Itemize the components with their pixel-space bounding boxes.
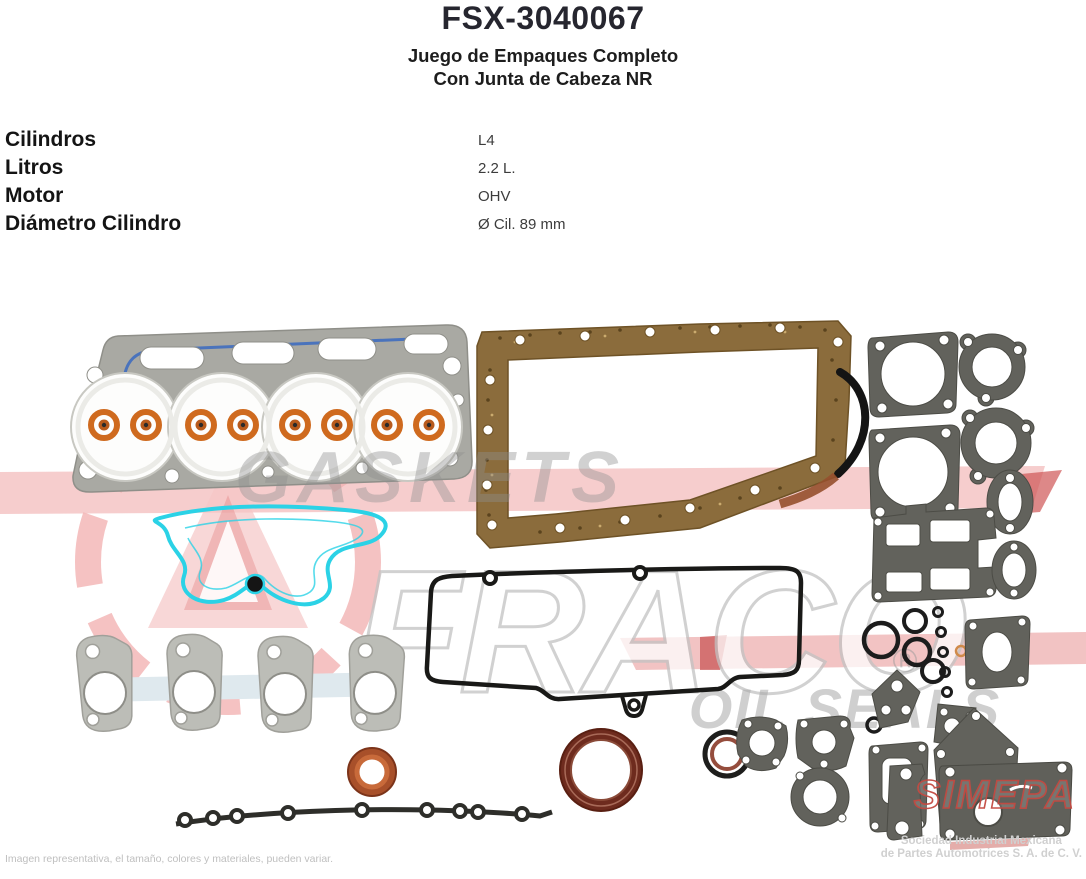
exhaust-port-gasket <box>75 634 133 733</box>
image-disclaimer: Imagen representativa, el tamaño, colore… <box>5 853 334 865</box>
subtitle: Juego de Empaques Completo Con Junta de … <box>0 44 1086 90</box>
spec-value: OHV <box>478 187 511 205</box>
watermark-simepa-underline <box>950 838 1030 850</box>
watermark-simepa-text: SIMEPA <box>914 773 1076 817</box>
oil-pan-side-rail-strip <box>175 802 553 828</box>
thermostat-gasket <box>964 615 1031 690</box>
spec-value: L4 <box>478 131 495 149</box>
exhaust-port-gasket <box>166 633 223 731</box>
cork-red-section <box>778 472 839 509</box>
spec-table: Cilindros L4 Litros 2.2 L. Motor OHV Diá… <box>5 126 765 238</box>
oil-pan-cork-gasket <box>476 320 870 549</box>
misc-gaskets-right-column <box>867 331 1037 603</box>
subtitle-line1: Juego de Empaques Completo <box>407 45 679 66</box>
side-strip-gasket <box>886 763 926 841</box>
exhaust-port-gasket <box>257 635 314 733</box>
exhaust-port-gasket <box>348 634 406 732</box>
small-gaskets-cluster <box>736 615 1073 841</box>
spec-label: Litros <box>5 156 64 179</box>
exhaust-manifold-gaskets <box>75 633 406 733</box>
diamond-gasket <box>871 669 921 729</box>
spec-value: Ø Cil. 89 mm <box>478 215 566 233</box>
timing-cover-gasket <box>938 761 1073 841</box>
rear-seal-arc <box>834 368 870 478</box>
stepped-gasket <box>871 503 997 603</box>
company-line1: Sociedad Industrial Mexicana <box>900 835 1062 847</box>
product-photo: FRACO OIL SEALS ® <box>0 280 1086 855</box>
valve-seat-rings <box>88 409 445 441</box>
watermark-red-slant-lower <box>700 635 727 670</box>
spec-label: Diámetro Cilindro <box>5 212 182 235</box>
cylinder-head-gasket <box>70 324 473 493</box>
oval-gasket-1 <box>986 469 1034 535</box>
throttle-body-gasket-2 <box>868 424 961 522</box>
round-gasket-1 <box>958 333 1027 407</box>
water-pump-gasket-2 <box>795 715 855 772</box>
spec-label: Motor <box>5 184 64 207</box>
spec-label: Cilindros <box>5 128 97 151</box>
watermark-gaskets-text: GASKETS <box>235 438 625 518</box>
cylinder-bores <box>70 372 463 482</box>
round-gasket-2 <box>960 407 1035 485</box>
oval-gasket-2 <box>991 540 1037 600</box>
intake-manifold-gasket-cyan <box>152 504 388 607</box>
throttle-body-gasket-1 <box>867 331 959 418</box>
watermark-over-layer: GASKETS SIMEPA <box>235 438 1076 850</box>
spec-row-litros: Litros 2.2 L. <box>5 154 765 182</box>
water-pump-gasket-1 <box>736 716 789 772</box>
oil-pump-round-gasket <box>790 767 850 827</box>
page-title: FSX-3040067 <box>441 0 645 36</box>
spec-row-motor: Motor OHV <box>5 182 765 210</box>
intake-gasket-grommet <box>244 573 266 595</box>
subtitle-line2: Con Junta de Cabeza NR <box>433 68 653 89</box>
front-crank-seal <box>347 747 397 797</box>
spec-value: 2.2 L. <box>478 159 516 177</box>
rear-main-seal <box>559 728 643 812</box>
company-line2: de Partes Automotrices S. A. de C. V. <box>880 848 1082 860</box>
valve-cover-gasket <box>424 565 804 719</box>
spec-row-diametro: Diámetro Cilindro Ø Cil. 89 mm <box>5 210 765 238</box>
company-name: Sociedad Industrial Mexicana de Partes A… <box>881 835 1082 861</box>
cork-bolt-holes <box>481 322 844 534</box>
spec-row-cilindros: Cilindros L4 <box>5 126 765 154</box>
